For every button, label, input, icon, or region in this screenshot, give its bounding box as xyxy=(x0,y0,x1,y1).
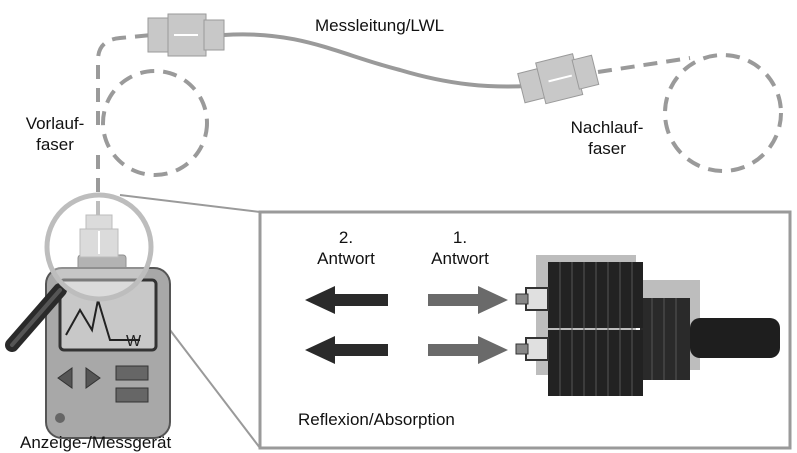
launch-fiber xyxy=(96,33,209,215)
first-response-label-line2: Antwort xyxy=(431,249,489,268)
magnifying-glass xyxy=(5,192,154,352)
device-label: Anzeige-/Messgerät xyxy=(20,433,172,452)
arrow-second-response-bottom xyxy=(305,336,388,364)
second-response-label-line2: Antwort xyxy=(317,249,375,268)
tail-fiber xyxy=(597,53,783,173)
connector-top-left xyxy=(147,13,225,57)
arrow-first-response-top xyxy=(428,286,508,314)
fiber-connector-blocks xyxy=(515,255,780,396)
second-response-label-line1: 2. xyxy=(338,228,354,247)
cable-label: Messleitung/LWL xyxy=(315,16,445,35)
tail-fiber-label-line1: Nachlauf- xyxy=(570,118,644,137)
reflection-label: Reflexion/Absorption xyxy=(298,410,455,429)
connector-right xyxy=(517,53,600,105)
arrow-first-response-bottom xyxy=(428,336,508,364)
launch-fiber-label-line1: Vorlauf- xyxy=(25,114,85,133)
first-response-label-line1: 1. xyxy=(452,228,468,247)
measurement-cable xyxy=(223,32,529,89)
zoom-lines xyxy=(119,194,261,449)
device-connector xyxy=(79,214,119,258)
launch-fiber-label-line2: faser xyxy=(36,135,74,154)
arrow-second-response-top xyxy=(305,286,388,314)
svg-text:W: W xyxy=(126,333,142,350)
tail-fiber-label-line2: faser xyxy=(588,139,626,158)
measuring-device: W xyxy=(45,254,171,439)
